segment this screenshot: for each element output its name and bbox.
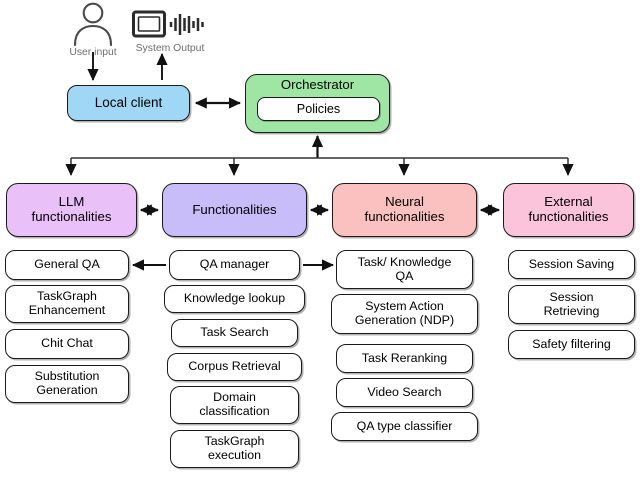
category-llm-label: LLM functionalities (31, 194, 112, 224)
leaf-label: TaskGraph execution (204, 434, 265, 462)
leaf-label: General QA (34, 257, 100, 272)
leaf-label: System Action Generation (NDP) (354, 299, 455, 327)
list-item-taskgraph-enhancement[interactable]: TaskGraph Enhancement (5, 285, 129, 323)
orchestrator-node[interactable]: Orchestrator Policies (245, 74, 390, 133)
user-icon (73, 2, 113, 46)
list-item-corpus-retrieval[interactable]: Corpus Retrieval (167, 353, 302, 381)
list-item-taskgraph-execution[interactable]: TaskGraph execution (170, 430, 299, 468)
list-item-video-search[interactable]: Video Search (336, 378, 473, 407)
leaf-label: Corpus Retrieval (188, 359, 281, 374)
list-item-general-qa[interactable]: General QA (5, 250, 129, 280)
leaf-label: Domain classification (199, 390, 270, 418)
leaf-label: Substitution Generation (34, 369, 100, 397)
leaf-label: Safety filtering (532, 336, 611, 351)
system-output-label: System Output (135, 43, 205, 54)
leaf-label: Task/ Knowledge QA (357, 254, 452, 283)
category-llm-functionalities[interactable]: LLM functionalities (6, 183, 137, 237)
category-neural-functionalities[interactable]: Neural functionalities (332, 183, 477, 237)
leaf-label: Session Saving (528, 256, 615, 271)
list-item-task-search[interactable]: Task Search (171, 319, 298, 347)
leaf-label: QA type classifier (356, 418, 453, 433)
leaf-label: Video Search (367, 384, 442, 399)
category-functionalities-label: Functionalities (192, 201, 277, 217)
list-item-qa-manager[interactable]: QA manager (169, 250, 300, 280)
category-neural-label: Neural functionalities (364, 194, 445, 224)
list-item-system-action-generation[interactable]: System Action Generation (NDP) (331, 294, 478, 334)
leaf-label: Session Retrieving (543, 289, 600, 318)
category-external-label: External functionalities (528, 194, 609, 224)
list-item-session-saving[interactable]: Session Saving (508, 250, 635, 279)
list-item-chit-chat[interactable]: Chit Chat (5, 329, 129, 359)
leaf-label: Task Search (200, 325, 269, 340)
policies-label: Policies (296, 101, 341, 116)
leaf-label: QA manager (199, 257, 270, 272)
list-item-task-reranking[interactable]: Task Reranking (336, 344, 473, 373)
list-item-domain-classification[interactable]: Domain classification (170, 386, 299, 424)
leaf-label: Knowledge lookup (183, 291, 286, 306)
system-output-icon (132, 10, 204, 38)
leaf-label: Task Reranking (361, 350, 448, 365)
system-output-group: System Output (129, 6, 211, 54)
list-item-knowledge-lookup[interactable]: Knowledge lookup (164, 285, 305, 313)
list-item-session-retrieving[interactable]: Session Retrieving (508, 285, 635, 324)
leaf-label: TaskGraph Enhancement (28, 289, 106, 317)
leaf-label: Chit Chat (41, 336, 93, 351)
category-functionalities[interactable]: Functionalities (162, 183, 307, 237)
local-client-node[interactable]: Local client (67, 85, 190, 121)
list-item-substitution-generation[interactable]: Substitution Generation (5, 365, 129, 403)
user-input-group: User input (62, 2, 124, 58)
local-client-label: Local client (94, 95, 163, 111)
orchestrator-label: Orchestrator (280, 77, 355, 92)
policies-node[interactable]: Policies (257, 97, 380, 121)
category-external-functionalities[interactable]: External functionalities (503, 183, 634, 237)
list-item-qa-type-classifier[interactable]: QA type classifier (331, 412, 478, 441)
list-item-task-knowledge-qa[interactable]: Task/ Knowledge QA (336, 250, 473, 289)
user-input-label: User input (69, 47, 117, 58)
list-item-safety-filtering[interactable]: Safety filtering (508, 330, 635, 359)
